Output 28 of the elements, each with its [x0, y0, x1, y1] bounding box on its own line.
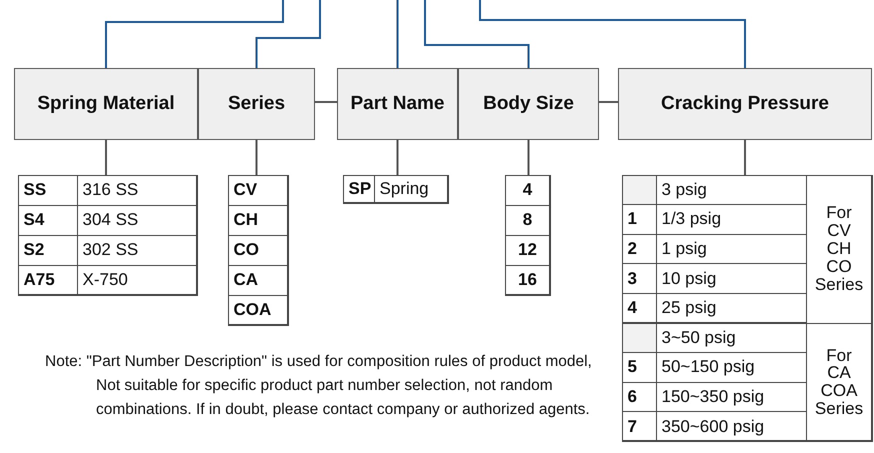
connector-line: [396, 140, 398, 175]
option-table: [18, 175, 197, 295]
option-table: [505, 175, 550, 295]
option-table: [622, 175, 872, 442]
connector-line: [256, 0, 321, 68]
header-box: Spring Material: [14, 68, 198, 140]
connector-line: [599, 101, 618, 103]
table-cell: X-750: [76, 264, 198, 296]
connector-line: [744, 140, 746, 175]
table-cell: Spring: [374, 174, 448, 204]
connector-line: [396, 0, 399, 68]
connector-line: [315, 101, 337, 103]
option-table: [343, 175, 448, 203]
connector-line: [479, 0, 746, 68]
option-table: [228, 175, 288, 325]
header-box: Cracking Pressure: [618, 68, 872, 140]
note-text: Note: "Part Number Description" is used for composition rules of product model, Not suitable for specific product part number selection, not random combinations. If in doubt, please contact company or authorized agents.: [45, 352, 593, 420]
connector-line: [528, 140, 530, 175]
connector-line: [105, 0, 284, 68]
connector-line: [256, 140, 258, 175]
connector-line: [105, 140, 107, 175]
table-cell: 16: [504, 264, 550, 296]
table-cell: COA: [228, 294, 288, 326]
connector-line: [424, 0, 530, 68]
header-box: Series: [198, 68, 315, 140]
table-cell: For CA COA Series: [806, 322, 872, 442]
header-box: Part Name: [337, 68, 458, 140]
header-box: Body Size: [458, 68, 599, 140]
